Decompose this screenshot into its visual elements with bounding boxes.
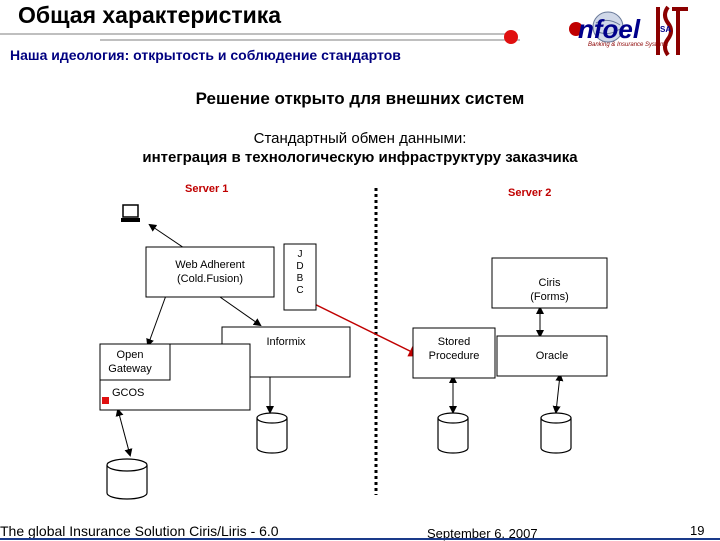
headline: Решение открыто для внешних систем — [195, 89, 525, 108]
company-logo — [569, 5, 688, 57]
exchange-line-2: интеграция в технологическую инфраструкт… — [142, 149, 578, 166]
informix-label: Informix — [266, 336, 306, 348]
footer-bar — [0, 538, 720, 540]
jdbc-box — [283, 243, 317, 311]
page-title: Общая характеристика — [18, 2, 282, 28]
database-icon — [437, 412, 469, 454]
database-icon — [106, 458, 148, 500]
arrow-gcos-db — [115, 408, 133, 457]
logo-text: nfoel — [578, 14, 641, 44]
web-adherent-box — [145, 246, 275, 298]
title-decoration — [0, 30, 520, 44]
footer-date: September 6, 2007 — [427, 526, 538, 541]
oracle-label: Oracle — [535, 350, 569, 362]
open-gateway-box — [99, 343, 171, 381]
subtitle: Наша идеология: открытость и соблюдение … — [10, 47, 401, 63]
exchange-line-1: Стандартный обмен данными: — [253, 130, 467, 147]
page-number: 19 — [690, 523, 705, 538]
database-icon — [540, 412, 572, 454]
server1-label: Server 1 — [185, 183, 229, 195]
oracle-box — [496, 335, 608, 377]
gcos-label: GCOS — [112, 387, 145, 399]
ciris-box — [491, 257, 608, 309]
logo-suffix: SA — [660, 25, 672, 34]
computer-icon — [121, 204, 140, 222]
red-dot-icon — [504, 30, 518, 44]
stored-procedure-label: Stored Procedure — [428, 336, 480, 362]
ciris-label: Ciris (Forms) — [530, 277, 569, 303]
jdbc-label: J D B C — [296, 249, 304, 296]
globe-icon — [592, 11, 624, 43]
web-adherent-label: Web Adherent (Cold.Fusion) — [175, 259, 245, 285]
arrow-web-gateway — [146, 288, 170, 347]
gcos-marker-icon — [102, 397, 109, 404]
stored-procedure-box — [412, 327, 496, 379]
logo-dot-icon — [569, 22, 583, 36]
database-icon — [256, 412, 288, 454]
logo-tagline: Banking & Insurance Systems — [588, 42, 669, 48]
open-gateway-label: Open Gateway — [108, 349, 152, 375]
ist-logo-icon — [656, 7, 660, 55]
server2-label: Server 2 — [508, 187, 552, 199]
footer-product: The global Insurance Solution Ciris/Liri… — [0, 523, 279, 539]
arrow-oracle-db — [552, 373, 564, 414]
